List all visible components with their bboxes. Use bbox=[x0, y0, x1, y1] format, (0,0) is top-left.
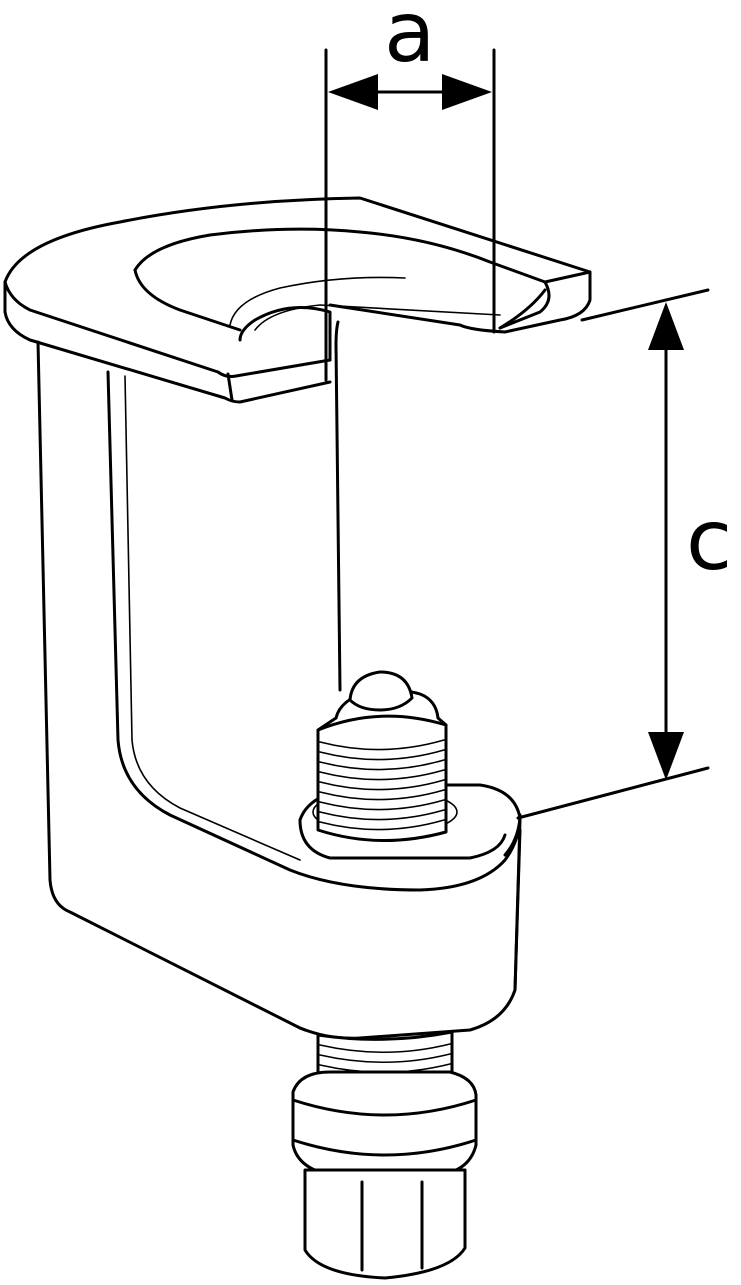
dimension-c-bottom-extension bbox=[516, 766, 710, 820]
dimension-c-top-arrow bbox=[648, 302, 684, 350]
dimension-a bbox=[324, 48, 496, 382]
hex-nut bbox=[291, 1070, 478, 1177]
dimension-c-top-extension bbox=[580, 288, 710, 322]
dimension-a-label: a bbox=[384, 0, 436, 81]
dimension-c bbox=[516, 288, 710, 820]
dimension-c-label: c bbox=[686, 491, 733, 589]
dimension-a-left-arrow bbox=[328, 74, 378, 110]
screw-end bbox=[303, 1168, 467, 1280]
dimension-a-right-arrow bbox=[442, 74, 492, 110]
inner-back-edge bbox=[334, 320, 342, 692]
dimension-c-bottom-arrow bbox=[648, 732, 684, 780]
top-jaw bbox=[3, 196, 592, 404]
upper-screw bbox=[316, 670, 448, 842]
upper-threads bbox=[319, 739, 445, 831]
clamp-frame bbox=[36, 340, 522, 1040]
